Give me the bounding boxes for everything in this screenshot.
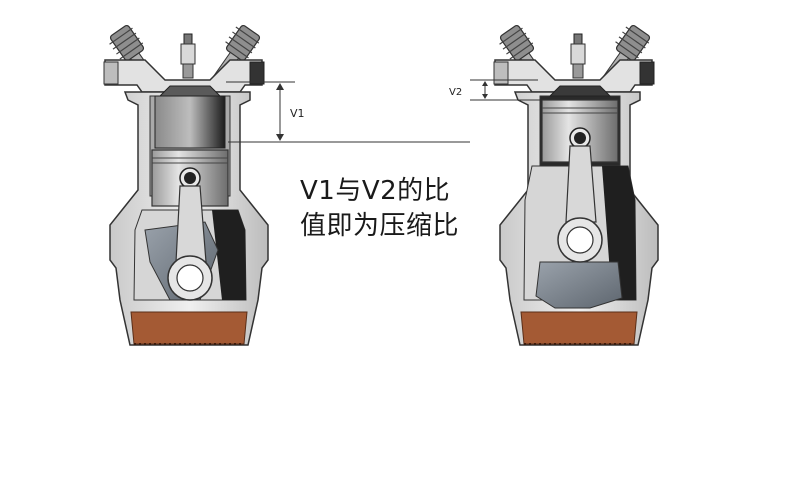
caption-line-1: V1与V2的比 [300,176,451,206]
cylinder-head [104,59,263,93]
v2-dimension: V2 [449,79,540,101]
connecting-rod [535,145,623,309]
engine-tdc [493,24,659,346]
spark-plug [570,33,586,79]
v2-label: V2 [449,87,462,98]
spark-plug [180,33,196,79]
connecting-rod [144,185,219,301]
oil-sump [520,311,638,345]
engine-bdc: V1 [103,24,470,346]
combustion-chamber [154,95,226,149]
v1-dimension: V1 [226,81,470,143]
caption-line-2: 值即为压缩比 [300,211,460,241]
cylinder-head [494,59,653,93]
v1-label: V1 [290,107,305,120]
oil-sump [130,311,248,345]
